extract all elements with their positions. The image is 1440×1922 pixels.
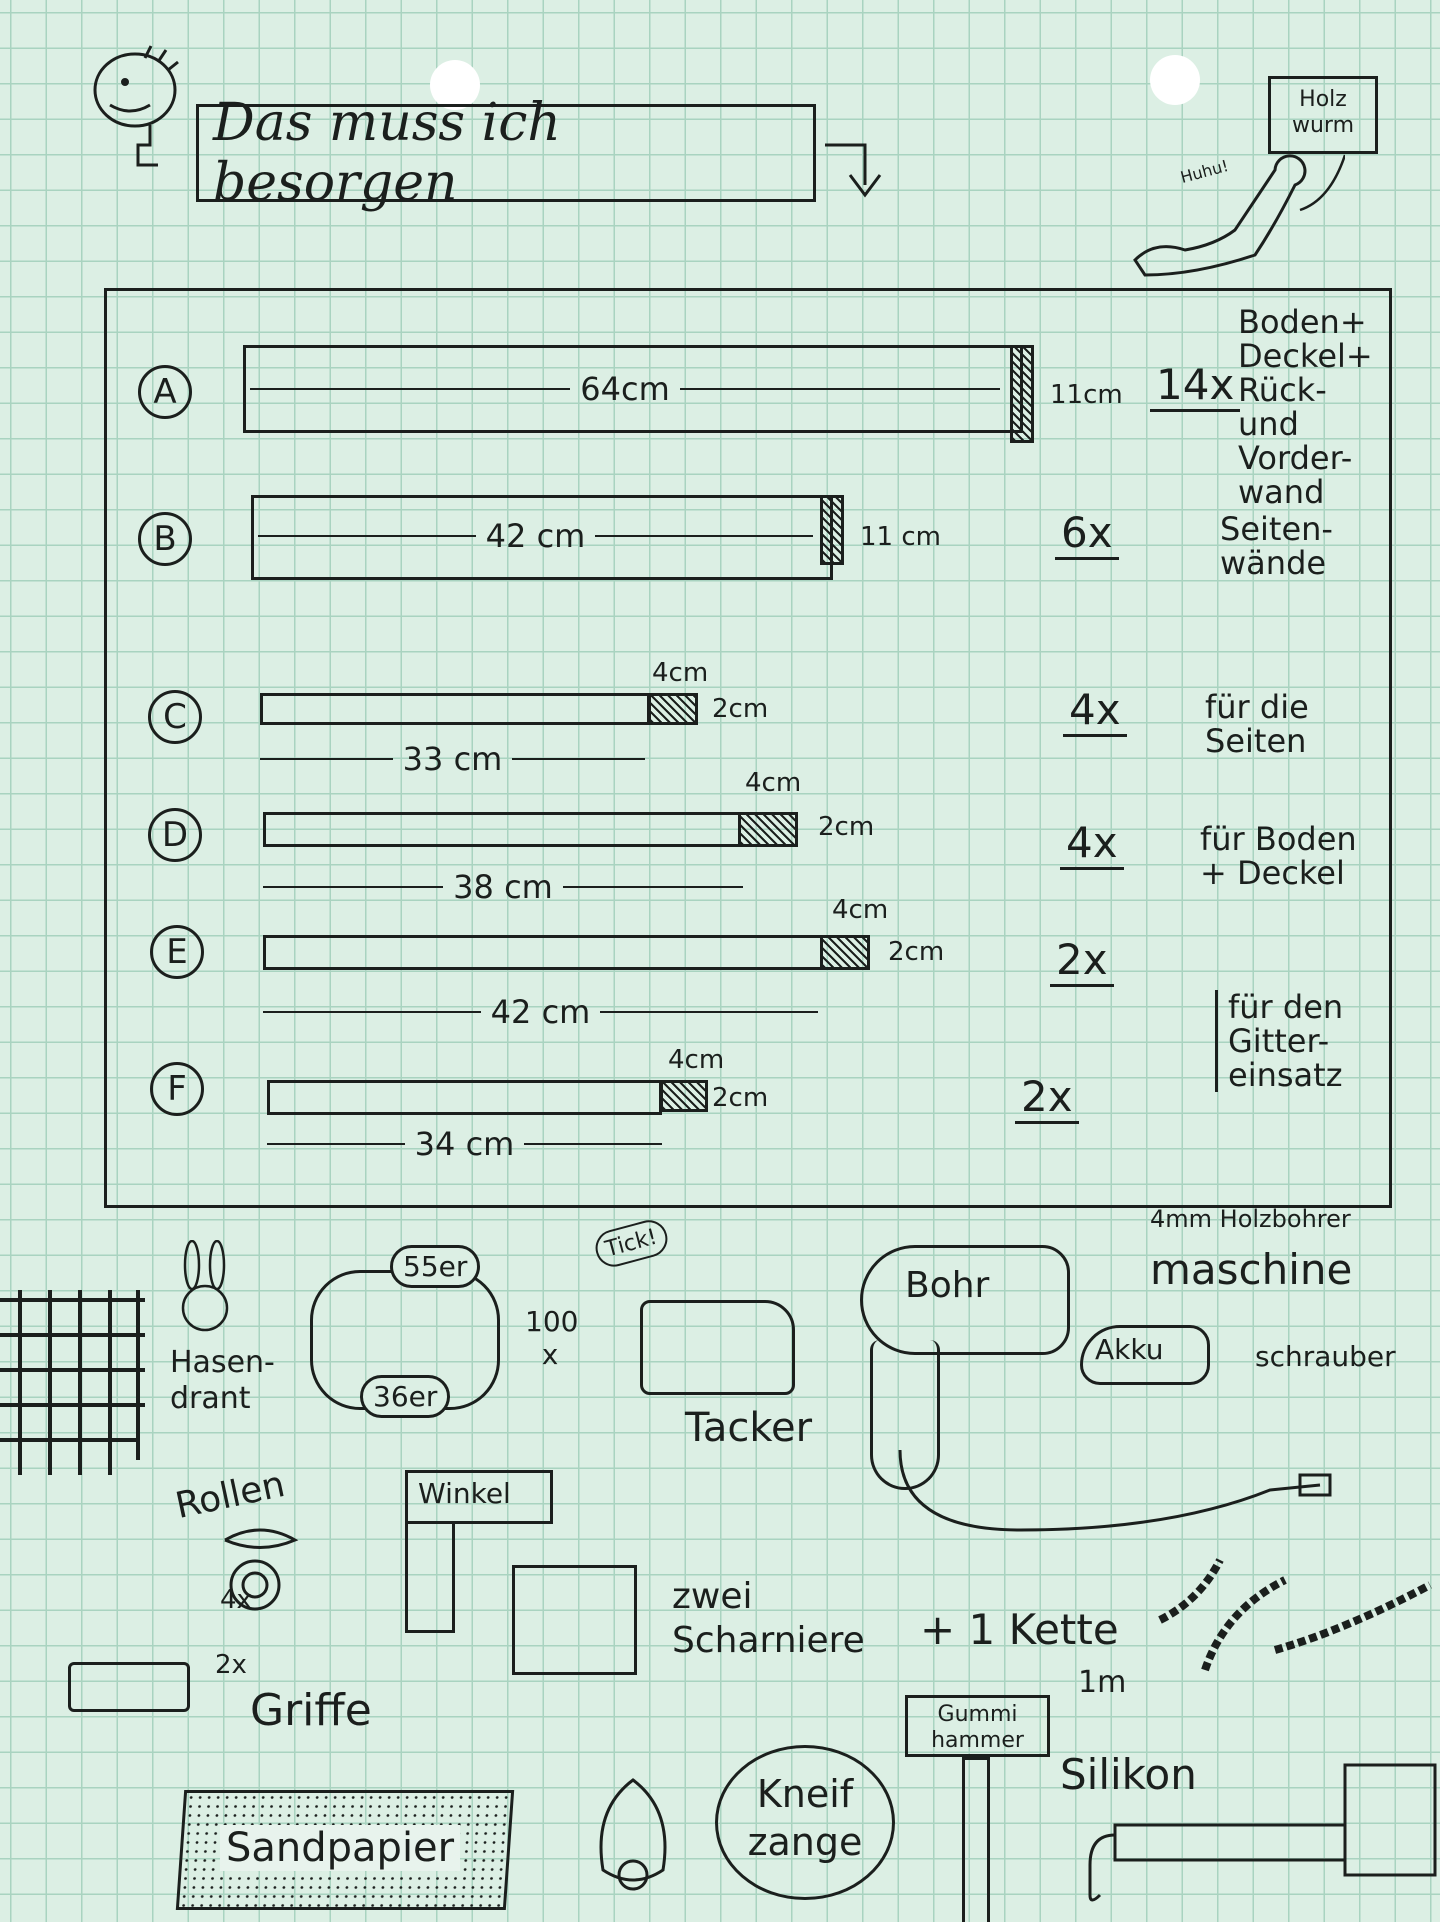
label-maschine: maschine — [1150, 1245, 1353, 1294]
board-c-end — [648, 693, 698, 725]
screwdriver-icon — [1080, 1325, 1210, 1385]
label-schrauber: schrauber — [1255, 1340, 1396, 1373]
count-b: 6x — [1055, 508, 1119, 560]
label-rollen-count: 4x — [220, 1585, 252, 1615]
part-label-d: D — [148, 808, 202, 862]
label-drill-bit: 4mm Holzbohrer — [1150, 1205, 1351, 1233]
board-f — [267, 1080, 662, 1115]
page-title: Das muss ich besorgen — [196, 93, 816, 213]
hinge-icon — [512, 1565, 637, 1675]
power-cord-icon — [898, 1449, 1332, 1532]
count-a: 14x — [1150, 360, 1241, 412]
label-silikon: Silikon — [1060, 1750, 1197, 1799]
count-c: 4x — [1063, 685, 1127, 737]
count-e: 2x — [1050, 935, 1114, 987]
dimension-a-height: 11cm — [1050, 380, 1123, 410]
board-a-end — [1010, 345, 1034, 443]
rubber-hammer-icon: Gummi hammer — [905, 1695, 1050, 1757]
label-hasendraht: Hasen- drant — [170, 1345, 275, 1416]
board-b-end — [820, 495, 844, 565]
part-label-f: F — [150, 1062, 204, 1116]
worm-icon — [1133, 154, 1345, 277]
dimension-d-width: 4cm — [745, 768, 802, 798]
face-doodle-icon — [93, 45, 179, 167]
wire-mesh-icon — [0, 1290, 145, 1475]
dimension-b-length: 42 cm — [258, 517, 813, 555]
dimension-e-length: 42 cm — [263, 993, 818, 1031]
label-winkel: Winkel — [418, 1477, 511, 1510]
dimension-f-width: 4cm — [668, 1045, 725, 1075]
drill-icon — [860, 1245, 1070, 1355]
label-kette: + 1 Kette — [920, 1605, 1119, 1654]
label-kette-length: 1m — [1078, 1665, 1127, 1700]
stapler-icon — [640, 1300, 795, 1395]
board-f-end — [660, 1080, 708, 1112]
holzwurm-sign: Holz wurm — [1268, 76, 1378, 154]
part-label-a: A — [138, 365, 192, 419]
desc-b: Seiten- wände — [1220, 510, 1333, 582]
label-screw-55: 55er — [390, 1245, 481, 1288]
label-tacker: Tacker — [685, 1405, 813, 1451]
board-e — [263, 935, 823, 970]
label-sandpapier: Sandpapier — [220, 1825, 461, 1871]
punch-hole-right — [1150, 55, 1200, 105]
dimension-d-height: 2cm — [818, 812, 875, 842]
pliers-icon — [599, 1778, 667, 1891]
dimension-f-height: 2cm — [712, 1083, 769, 1113]
count-d: 4x — [1060, 818, 1124, 870]
punch-hole-left — [430, 60, 480, 110]
label-griffe: Griffe — [250, 1685, 372, 1736]
dimension-b-height: 11 cm — [860, 522, 941, 552]
parts-list-frame — [104, 288, 1392, 1208]
board-d — [263, 812, 741, 847]
dimension-c-width: 4cm — [652, 658, 709, 688]
angle-bracket-icon — [405, 1470, 553, 1524]
part-label-b: B — [138, 512, 192, 566]
label-screw-count: 100 x — [525, 1305, 579, 1371]
part-label-c: C — [148, 690, 202, 744]
caster-wheel-icon — [224, 1528, 299, 1611]
desc-d: für Boden + Deckel — [1200, 820, 1357, 892]
part-label-e: E — [150, 925, 204, 979]
handle-icon — [68, 1662, 190, 1712]
dimension-c-length: 33 cm — [260, 740, 645, 778]
label-rollen: Rollen — [171, 1463, 289, 1528]
dimension-a-length: 64cm — [250, 370, 1001, 408]
silicone-gun-icon — [1088, 1763, 1437, 1902]
drill-handle — [870, 1340, 940, 1490]
dimension-e-height: 2cm — [888, 937, 945, 967]
count-f: 2x — [1015, 1072, 1079, 1124]
label-bohr: Bohr — [905, 1265, 990, 1306]
label-akku: Akku — [1095, 1333, 1164, 1366]
desc-c: für die Seiten — [1205, 688, 1309, 760]
board-c — [260, 693, 650, 725]
desc-gitter-einsatz: für den Gitter- einsatz — [1215, 990, 1388, 1092]
label-scharniere: zwei Scharniere — [672, 1576, 865, 1661]
dimension-f-length: 34 cm — [267, 1125, 662, 1163]
board-e-end — [820, 935, 870, 970]
arrow-down-icon — [825, 143, 882, 198]
dimension-d-length: 38 cm — [263, 868, 743, 906]
dimension-e-width: 4cm — [832, 895, 889, 925]
rabbit-icon — [181, 1240, 229, 1332]
board-d-end — [738, 812, 798, 847]
speech-tick: Tick! — [591, 1216, 672, 1271]
desc-a: Boden+ Deckel+ Rück- und Vorder- wand — [1238, 303, 1373, 511]
dimension-c-height: 2cm — [712, 694, 769, 724]
label-screw-36: 36er — [360, 1375, 451, 1418]
chain-icon — [1158, 1558, 1432, 1672]
speech-kneifzange: Kneif zange — [715, 1745, 895, 1900]
label-griffe-count: 2x — [215, 1650, 247, 1680]
hammer-handle — [962, 1757, 990, 1922]
angle-bracket-leg — [405, 1521, 455, 1633]
